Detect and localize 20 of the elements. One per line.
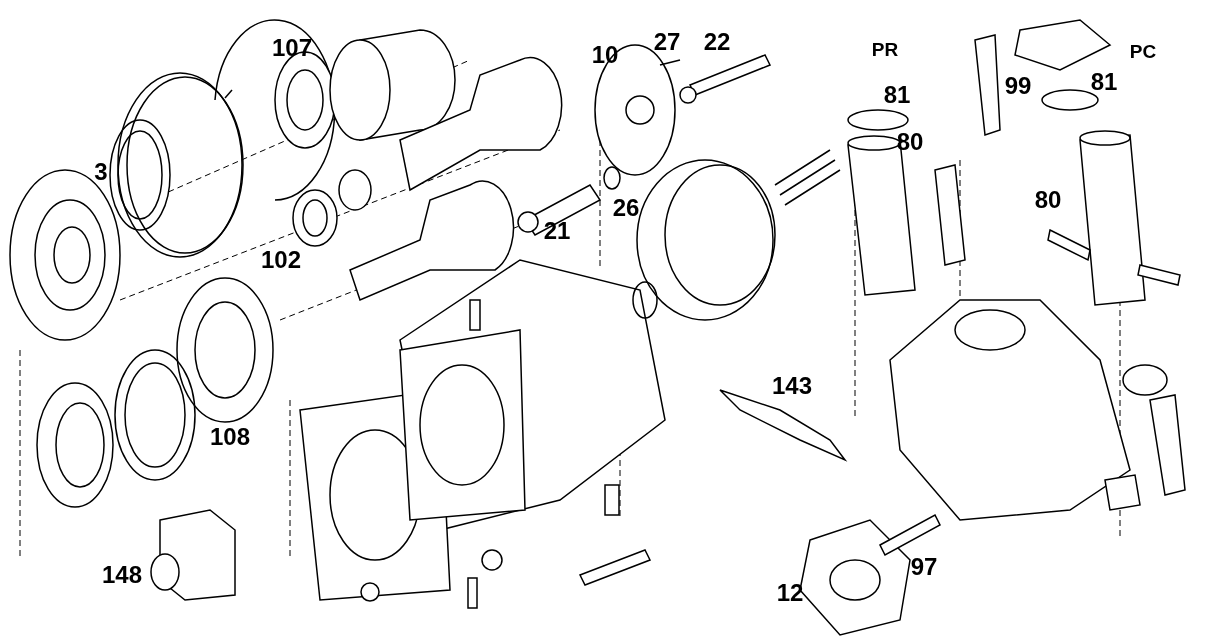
callout-number: 27 [653, 28, 681, 56]
callout-number: 80 [896, 128, 924, 156]
callout-number: 12 [776, 579, 804, 607]
callout-number: 108 [210, 423, 250, 451]
callout-number: 81 [883, 81, 911, 109]
callout-number: 21 [543, 217, 571, 245]
callout-number: 148 [102, 561, 142, 589]
callout-number: 97 [910, 553, 938, 581]
callout-number: 99 [1004, 72, 1032, 100]
callout-number: 3 [94, 158, 108, 186]
callout-number: PR [871, 39, 899, 61]
callout-number: 10 [591, 41, 619, 69]
callout-number: 26 [612, 194, 640, 222]
callout-number: 81 [1090, 68, 1118, 96]
callout-number: 22 [703, 28, 731, 56]
callout-number: 107 [272, 34, 312, 62]
callout-number: 143 [772, 372, 812, 400]
callout-number: PC [1129, 41, 1157, 63]
callout-number: 80 [1034, 186, 1062, 214]
callout-number: 102 [261, 246, 301, 274]
